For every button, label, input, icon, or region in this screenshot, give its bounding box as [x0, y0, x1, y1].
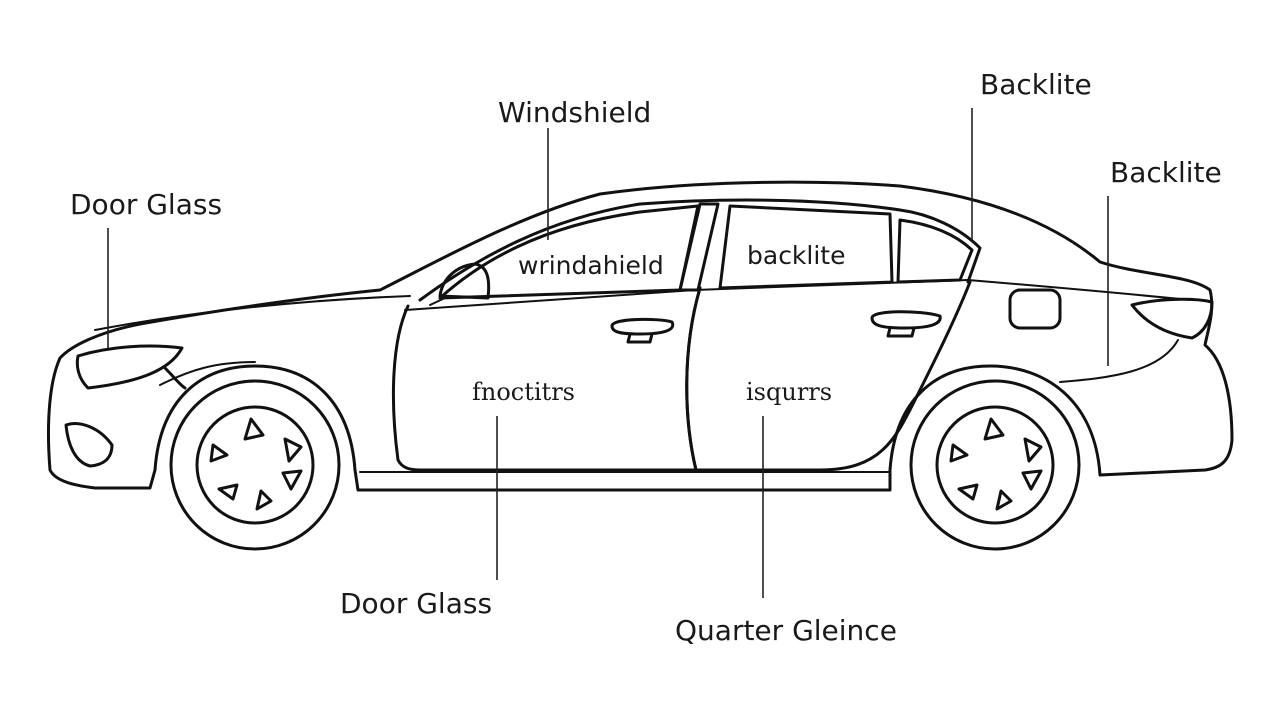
hood-line: [94, 295, 411, 331]
rear-bumper-line: [1059, 339, 1179, 383]
front-arch-line: [159, 361, 256, 386]
front-rim-slot: [209, 443, 229, 463]
labels: Windshield Backlite Backlite Door Glass …: [70, 68, 1222, 647]
quarter-window: [896, 218, 974, 284]
rear-rim-slot: [957, 483, 979, 501]
belt-line: [404, 278, 1191, 311]
roof-frame: [418, 198, 982, 302]
label-backlite-top: Backlite: [980, 68, 1092, 101]
rear-door-window: [718, 204, 894, 290]
label-backlite-right: Backlite: [1110, 156, 1222, 189]
rear-rim: [935, 405, 1055, 525]
front-rim-slot: [283, 437, 303, 463]
front-wheel: [169, 379, 341, 551]
front-rim-slot: [217, 483, 239, 501]
car-outline: [46, 180, 1234, 492]
label-quarter-glass: Quarter Gleince: [675, 614, 897, 647]
rear-rim-slot: [1023, 437, 1043, 463]
rear-rim-slot: [983, 417, 1005, 441]
label-door-glass-left: Door Glass: [70, 188, 222, 221]
rear-wheel: [909, 379, 1081, 551]
front-door-window: [438, 204, 700, 300]
taillight-icon: [1130, 297, 1214, 340]
front-handle-grip: [626, 332, 654, 344]
mirror-stem: [429, 297, 446, 306]
front-rim-slot: [243, 417, 265, 441]
rear-tire: [909, 379, 1081, 551]
front-tire: [169, 379, 341, 551]
label-front-window: wrindahield: [518, 251, 664, 280]
fuel-door-icon: [1008, 288, 1062, 330]
front-door-handle-icon: [610, 317, 675, 336]
front-rim-slot: [281, 469, 303, 491]
label-rear-door: isqurrs: [746, 378, 832, 406]
rear-door: [685, 280, 972, 472]
car-body: [46, 180, 1234, 492]
leader-lines: [107, 108, 1109, 598]
b-pillar: [678, 202, 720, 292]
rear-rim-slot: [1021, 469, 1043, 491]
doors: [391, 280, 972, 472]
fog-light-icon: [64, 422, 114, 468]
label-windshield: Windshield: [498, 96, 651, 129]
greenhouse: [418, 198, 982, 306]
rear-door-handle-icon: [870, 310, 942, 330]
side-mirror-icon: [438, 262, 491, 300]
front-rim: [195, 405, 315, 525]
headlight-edge: [163, 366, 187, 390]
front-rim-slot: [255, 489, 273, 511]
label-rear-window: backlite: [747, 241, 846, 270]
rear-handle-grip: [886, 326, 916, 338]
rear-rim-slot: [995, 489, 1013, 511]
rear-rim-slot: [949, 443, 969, 463]
label-door-glass-bottom: Door Glass: [340, 587, 492, 620]
label-front-door: fnoctitrs: [472, 378, 575, 406]
headlight-icon: [75, 344, 184, 390]
